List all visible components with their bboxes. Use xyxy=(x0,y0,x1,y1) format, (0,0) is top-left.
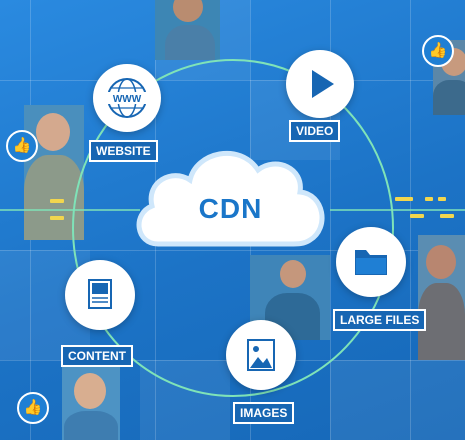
signal-dash xyxy=(425,197,433,201)
video-label: VIDEO xyxy=(289,120,341,142)
thumbs-up-icon: 👍 xyxy=(17,392,49,424)
thumbs-up-icon: 👍 xyxy=(6,130,38,162)
signal-dash xyxy=(50,199,64,203)
distribution-ring xyxy=(72,59,394,397)
signal-dash xyxy=(50,216,64,220)
large-files-node xyxy=(336,227,406,297)
background-panel xyxy=(140,360,230,440)
thumbs-up-icon: 👍 xyxy=(422,35,454,67)
signal-dash xyxy=(395,197,413,201)
cdn-label: CDN xyxy=(198,193,263,224)
signal-dash xyxy=(440,214,454,218)
person-photo xyxy=(155,0,220,60)
grid-line xyxy=(0,80,465,81)
content-label: CONTENT xyxy=(61,345,133,367)
person-photo xyxy=(418,235,465,360)
globe-text: WWW xyxy=(113,94,142,105)
signal-dash xyxy=(410,214,424,218)
cdn-cloud-icon xyxy=(136,150,325,247)
video-node xyxy=(286,50,354,118)
background-panel xyxy=(330,360,465,440)
grid-line xyxy=(330,0,331,440)
content-node xyxy=(65,260,135,330)
document-icon xyxy=(88,279,112,309)
grid-line xyxy=(0,250,465,251)
grid-line xyxy=(410,0,411,440)
folder-icon xyxy=(355,250,387,275)
person-photo xyxy=(62,365,120,440)
globe-www-icon: WWW xyxy=(107,78,147,118)
play-icon xyxy=(312,70,334,98)
large-files-label: LARGE FILES xyxy=(333,309,427,331)
images-node xyxy=(226,320,296,390)
image-icon xyxy=(247,339,275,371)
website-label: WEBSITE xyxy=(89,140,158,162)
signal-dash xyxy=(438,197,446,201)
images-label: IMAGES xyxy=(233,402,295,424)
website-node: WWW xyxy=(93,64,161,132)
